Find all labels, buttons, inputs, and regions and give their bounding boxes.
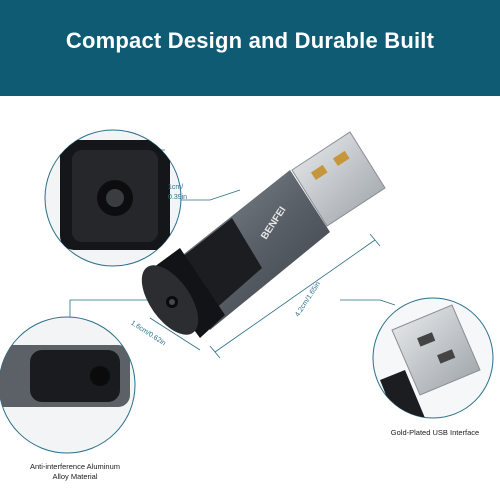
header-banner: Compact Design and Durable Built [0,0,500,96]
product-illustration: BENFEI [0,129,494,454]
banner-title: Compact Design and Durable Built [65,28,435,53]
alloy-closeup-circle [0,316,136,454]
usb-closeup-circle [372,297,494,419]
usb-caption: Gold-Plated USB Interface [390,428,480,437]
jack-closeup-circle [44,129,182,267]
height-dimension-label: 1cm/ 0.39in [168,184,188,201]
usb-adapter: BENFEI [141,131,386,338]
alloy-caption: Anti-interference Aluminum Alloy Materia… [29,462,121,481]
